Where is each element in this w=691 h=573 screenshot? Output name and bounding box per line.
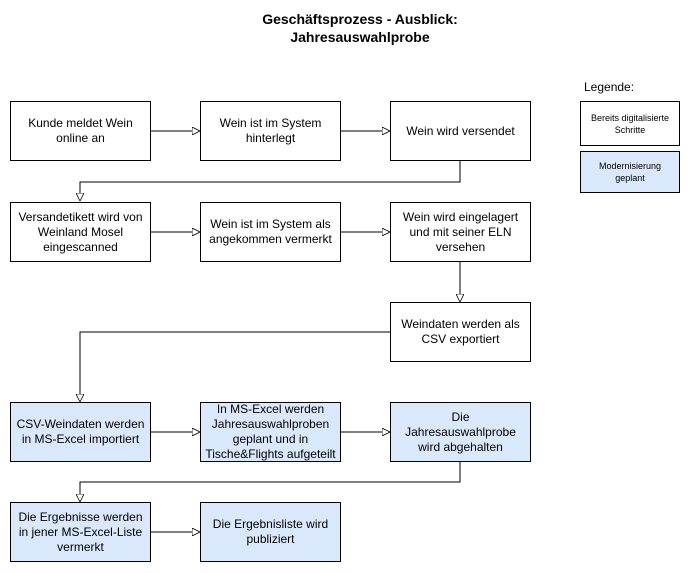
arrow-s3-s4 [80, 161, 461, 201]
arrow-s10-s11 [80, 462, 461, 502]
step-label: Die Jahresauswahlprobe wird abgehalten [405, 409, 516, 454]
legend-digitalized-label: Bereits digitalisierte Schritte [590, 112, 670, 135]
step-label: Wein wird eingelagert und mit seiner ELN… [402, 209, 519, 254]
legend-title: Legende: [584, 80, 635, 94]
step-arrival-recorded: Wein ist im System als angekommen vermer… [200, 202, 341, 262]
step-label: Kunde meldet Wein online an [28, 116, 133, 145]
legend-planned-label: Modernisierung geplant [598, 161, 662, 183]
step-label: CSV-Weindaten werden in MS-Excel importi… [16, 417, 145, 446]
step-stored-with-eln: Wein wird eingelagert und mit seiner ELN… [390, 202, 531, 262]
step-wine-in-system: Wein ist im System hinterlegt [200, 101, 341, 161]
step-label: Versandetikett wird von Weinland Mosel e… [18, 209, 143, 254]
step-csv-import-excel: CSV-Weindaten werden in MS-Excel importi… [10, 402, 151, 462]
step-label: Wein ist im System hinterlegt [219, 116, 322, 145]
step-label-scanned: Versandetikett wird von Weinland Mosel e… [10, 202, 151, 262]
diagram-title-line2: Jahresauswahlprobe [290, 29, 430, 45]
arrow-s7-s8 [80, 331, 390, 402]
step-csv-export: Weindaten werden als CSV exportiert [390, 302, 531, 362]
step-label: Die Ergebnisse werden in jener MS-Excel-… [18, 509, 143, 554]
legend-digitalized: Bereits digitalisierte Schritte [580, 101, 680, 146]
step-label: Weindaten werden als CSV exportiert [401, 317, 520, 346]
step-results-recorded: Die Ergebnisse werden in jener MS-Excel-… [10, 502, 151, 562]
step-excel-planning: In MS-Excel werden Jahresauswahlproben g… [200, 402, 341, 462]
step-label: In MS-Excel werden Jahresauswahlproben g… [205, 402, 336, 461]
step-results-published: Die Ergebnisliste wird publiziert [200, 502, 341, 562]
step-tasting-held: Die Jahresauswahlprobe wird abgehalten [390, 402, 531, 462]
step-wine-shipped: Wein wird versendet [390, 101, 531, 161]
step-label: Die Ergebnisliste wird publiziert [212, 517, 329, 546]
diagram-title-line1: Geschäftsprozess - Ausblick: [262, 11, 458, 27]
legend-planned: Modernisierung geplant [580, 151, 680, 193]
step-customer-registers-wine: Kunde meldet Wein online an [10, 101, 151, 161]
step-label: Wein wird versendet [406, 123, 515, 138]
diagram-title: Geschäftsprozess - Ausblick: Jahresauswa… [160, 10, 560, 46]
step-label: Wein ist im System als angekommen vermer… [209, 217, 332, 246]
